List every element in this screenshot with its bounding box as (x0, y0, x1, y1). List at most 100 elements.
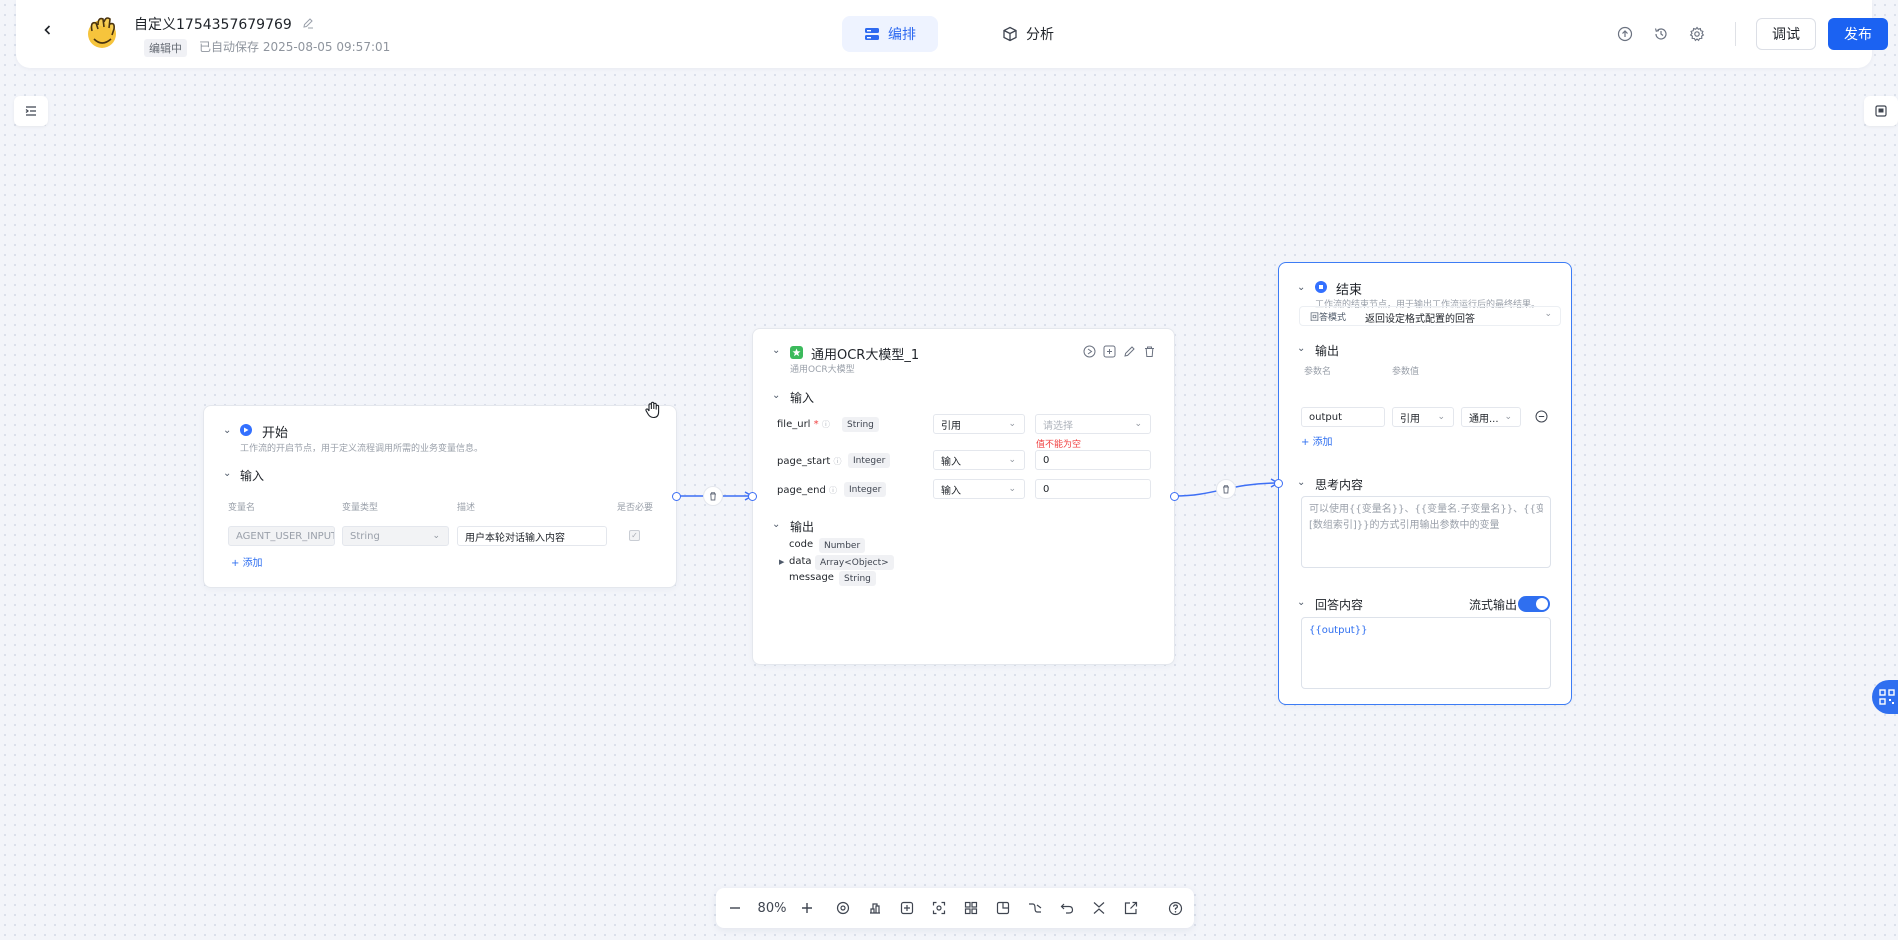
back-button[interactable] (34, 16, 62, 44)
run-icon[interactable] (1083, 345, 1096, 362)
input-value: 0 (1043, 454, 1050, 466)
param-value-select[interactable]: 通用... ⌄ (1461, 407, 1521, 427)
chevron-down-icon: ⌄ (1504, 412, 1512, 422)
trash-icon (1223, 485, 1229, 494)
publish-button[interactable]: 发布 (1828, 18, 1888, 50)
copy-node-icon[interactable] (1103, 345, 1116, 362)
edit-pencil-icon[interactable] (302, 17, 314, 33)
fit-view-icon[interactable] (926, 888, 952, 928)
page-start-input[interactable]: 0 (1035, 450, 1151, 470)
ocr-node-input-handle[interactable] (748, 492, 757, 501)
add-param-link[interactable]: + 添加 (1301, 437, 1333, 448)
plus-icon (802, 903, 812, 913)
collapse-chevron-icon[interactable]: ⌄ (1297, 282, 1306, 293)
input-section-chevron-icon[interactable]: ⌄ (772, 390, 781, 401)
auto-layout-icon[interactable] (862, 888, 888, 928)
collapse-chevron-icon[interactable]: ⌄ (223, 425, 232, 436)
toggle-right-panel-button[interactable] (1864, 96, 1898, 126)
page-start-mode-select[interactable]: 输入 ⌄ (933, 450, 1025, 470)
thinking-placeholder-line-2: [数组索引]}}的方式引用输出参数中的变量 (1309, 520, 1500, 531)
cube-icon (1003, 26, 1017, 42)
collapse-chevron-icon[interactable]: ⌄ (772, 345, 781, 356)
param-file-url-label: file_url * ⓘ (777, 419, 830, 430)
param-name-input[interactable]: output (1301, 407, 1385, 427)
output-section-title: 输出 (790, 520, 815, 534)
collapse-all-icon[interactable] (1086, 888, 1112, 928)
remove-param-icon[interactable] (1535, 410, 1548, 427)
panel-icon (1875, 105, 1887, 117)
page-end-input[interactable]: 0 (1035, 479, 1151, 499)
param-mode-select[interactable]: 引用 ⌄ (1392, 407, 1454, 427)
zoom-in-button[interactable] (794, 888, 820, 928)
end-node[interactable]: ⌄ 结束 工作流的结束节点，用于输出工作流运行后的最终结果。 回答模式 返回设定… (1278, 262, 1572, 705)
zoom-level[interactable]: 80% (757, 900, 787, 916)
output-section-chevron-icon[interactable]: ⌄ (772, 519, 781, 530)
tab-analyze[interactable]: 分析 (980, 16, 1076, 52)
minimap-icon[interactable] (990, 888, 1016, 928)
thinking-content-textarea[interactable]: 可以使用{{变量名}}、{{变量名.子变量名}}、{{变量名 [数组索引]}}的… (1301, 496, 1551, 568)
var-name-field: AGENT_USER_INPUT (228, 526, 335, 546)
trash-icon[interactable] (1143, 345, 1156, 362)
toggle-left-panel-button[interactable] (14, 96, 48, 126)
locate-icon[interactable] (830, 888, 856, 928)
add-node-icon[interactable] (894, 888, 920, 928)
status-badge: 编辑中 (144, 39, 187, 57)
edge-delete-button-1[interactable] (703, 486, 723, 506)
end-node-input-handle[interactable] (1274, 479, 1283, 488)
expand-caret-icon[interactable]: ▶ (779, 558, 785, 566)
output-code-label: code (789, 539, 814, 550)
chevron-down-icon: ⌄ (1134, 419, 1142, 429)
col-var-type: 变量类型 (342, 503, 379, 513)
stop-icon (1315, 281, 1327, 293)
col-param-value: 参数值 (1392, 367, 1420, 377)
output-section-title: 输出 (1315, 344, 1340, 358)
chevron-down-icon: ⌄ (1544, 309, 1552, 319)
type-tag: Number (819, 538, 866, 553)
help-icon[interactable] (1162, 888, 1188, 928)
param-page-end-label: page_end ⓘ (777, 485, 838, 496)
add-param-label: 添加 (1312, 437, 1333, 448)
start-node-output-handle[interactable] (672, 492, 681, 501)
qr-code-floating-button[interactable] (1872, 680, 1898, 714)
stream-output-label: 流式输出 (1469, 598, 1518, 612)
undo-icon[interactable] (1054, 888, 1080, 928)
file-url-value-select[interactable]: 请选择 ⌄ (1035, 414, 1151, 434)
start-node[interactable]: ⌄ 开始 工作流的开启节点，用于定义流程调用所需的业务变量信息。 ⌄ 输入 变量… (203, 405, 677, 588)
hand-cursor-icon (643, 400, 663, 424)
edge-style-icon[interactable] (1022, 888, 1048, 928)
play-icon (240, 424, 252, 436)
history-icon[interactable] (1652, 25, 1670, 43)
edit-pencil-icon[interactable] (1123, 345, 1136, 362)
add-variable-link[interactable]: + 添加 (231, 558, 263, 569)
app-avatar-hand-icon (88, 17, 116, 48)
type-tag: Array<Object> (815, 555, 894, 570)
debug-button[interactable]: 调试 (1756, 18, 1816, 50)
edge-delete-button-2[interactable] (1216, 479, 1236, 499)
thinking-section-chevron-icon[interactable]: ⌄ (1297, 477, 1306, 488)
var-name-value: AGENT_USER_INPUT (236, 530, 335, 542)
canvas-toolbar: 80% (716, 888, 1194, 928)
zoom-out-button[interactable] (722, 888, 748, 928)
ocr-node-output-handle[interactable] (1170, 492, 1179, 501)
grid-icon[interactable] (958, 888, 984, 928)
file-url-mode-select[interactable]: 引用 ⌄ (933, 414, 1025, 434)
mode-value: 引用 (1400, 413, 1420, 425)
var-desc-field[interactable]: 用户本轮对话输入内容 (457, 526, 607, 546)
mode-value: 输入 (941, 456, 961, 468)
output-section-chevron-icon[interactable]: ⌄ (1297, 343, 1306, 354)
answer-content-textarea[interactable]: {{output}} (1301, 617, 1551, 689)
chevron-down-icon: ⌄ (1437, 412, 1445, 422)
answer-mode-select[interactable]: 回答模式 返回设定格式配置的回答 ⌄ (1299, 306, 1561, 326)
col-required: 是否必要 (617, 503, 654, 513)
gear-icon[interactable] (1688, 25, 1706, 43)
tab-orchestrate[interactable]: 编排 (842, 16, 938, 52)
export-icon[interactable] (1118, 888, 1144, 928)
answer-section-chevron-icon[interactable]: ⌄ (1297, 597, 1306, 608)
input-section-chevron-icon[interactable]: ⌄ (223, 468, 232, 479)
autosave-status: 已自动保存 2025-08-05 09:57:01 (199, 40, 391, 54)
stream-output-toggle[interactable] (1518, 596, 1550, 612)
ocr-node[interactable]: ⌄ 通用OCR大模型_1 通用OCR大模型 ⌄ 输入 file_url * ⓘ … (752, 328, 1175, 665)
page-end-mode-select[interactable]: 输入 ⌄ (933, 479, 1025, 499)
chevron-down-icon: ⌄ (1008, 484, 1016, 494)
upload-icon[interactable] (1616, 25, 1634, 43)
